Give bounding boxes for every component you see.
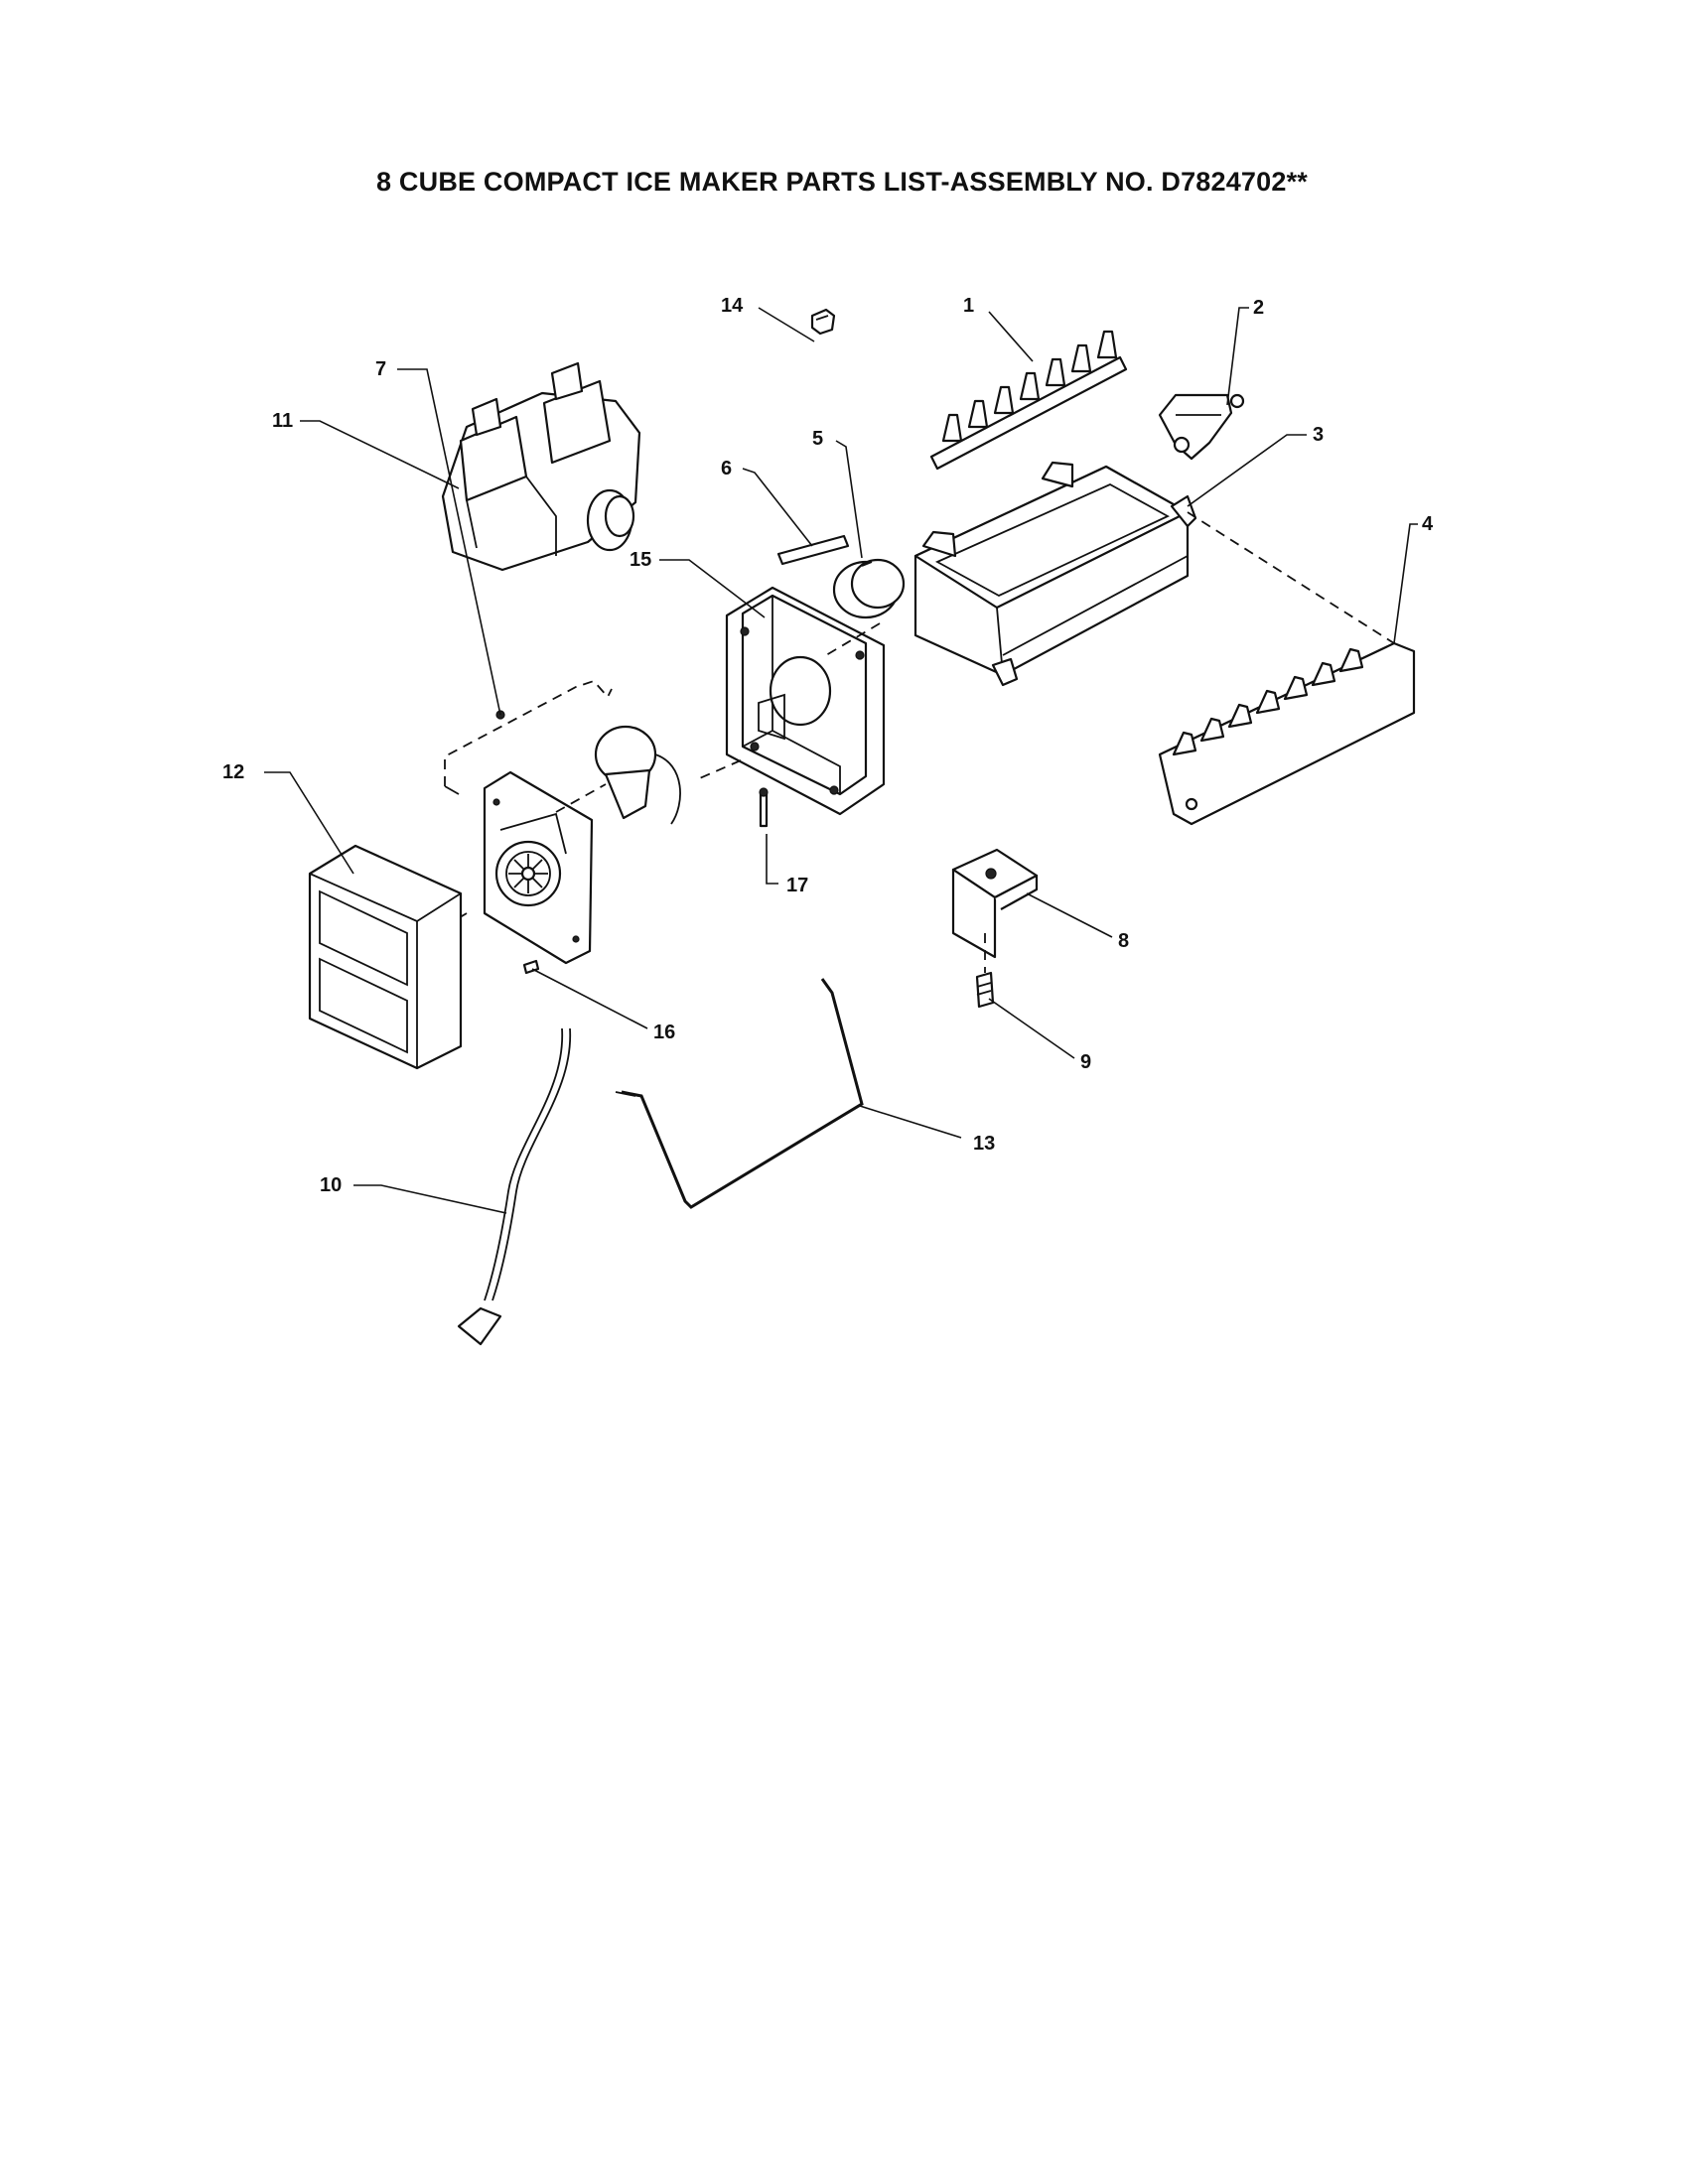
part-14-clip [810,308,836,336]
leader-17 [766,834,778,885]
part-3-mold [913,461,1197,687]
leader-11 [300,420,460,489]
dashed-guide-3-4 [1187,511,1395,644]
callout-16: 16 [653,1022,675,1043]
diagram-title: 8 CUBE COMPACT ICE MAKER PARTS LIST-ASSE… [376,167,1308,197]
callout-3: 3 [1313,424,1324,446]
part-15-housing [725,586,886,816]
leader-1 [988,311,1034,362]
leader-6 [742,468,813,547]
callout-6: 6 [721,458,732,479]
leader-16 [531,968,648,1029]
part-8-bracket [951,848,1039,959]
callout-1: 1 [963,295,974,317]
callout-9: 9 [1080,1051,1091,1073]
leader-14 [758,307,815,342]
callout-13: 13 [973,1133,995,1155]
part-1-ejector-blade [929,330,1128,471]
leader-2 [1226,307,1249,406]
dashed-guide-15-motor [694,759,742,781]
callout-4: 4 [1422,513,1434,535]
callout-8: 8 [1118,930,1129,952]
part-6-bar [776,534,850,566]
part-12-cover [308,844,463,1070]
callout-10: 10 [320,1174,342,1196]
part-5-cam [832,558,906,619]
leader-8 [1026,892,1113,938]
callout-14: 14 [721,295,744,317]
leader-10 [353,1184,507,1214]
motor-assembly [594,725,681,825]
callout-15: 15 [630,549,651,571]
part-9-screw [975,971,995,1009]
part-11-water-valve [441,361,641,572]
dashed-guide-plate-motor [555,783,607,813]
part-4-stripper [1158,641,1416,826]
callout-17: 17 [786,875,808,896]
callout-11: 11 [272,410,293,432]
part-13-feeler-arm [615,978,864,1209]
part-17-screw [759,787,769,828]
part-2-support [1158,393,1245,461]
callout-7: 7 [375,358,386,380]
leader-9 [988,998,1075,1059]
part-7-wire [444,679,613,795]
callout-5: 5 [812,428,823,450]
dashed-guide-5-15 [825,622,881,656]
leader-3 [1187,434,1307,507]
leader-7 [397,368,501,716]
part-10-power-cord [457,1027,571,1346]
control-plate [483,770,594,965]
leader-5 [835,440,863,559]
leader-12 [264,771,354,875]
callout-2: 2 [1253,297,1264,319]
leader-4 [1393,523,1418,644]
callout-12: 12 [222,761,244,783]
leader-13 [859,1105,962,1139]
leader-15 [659,559,766,618]
